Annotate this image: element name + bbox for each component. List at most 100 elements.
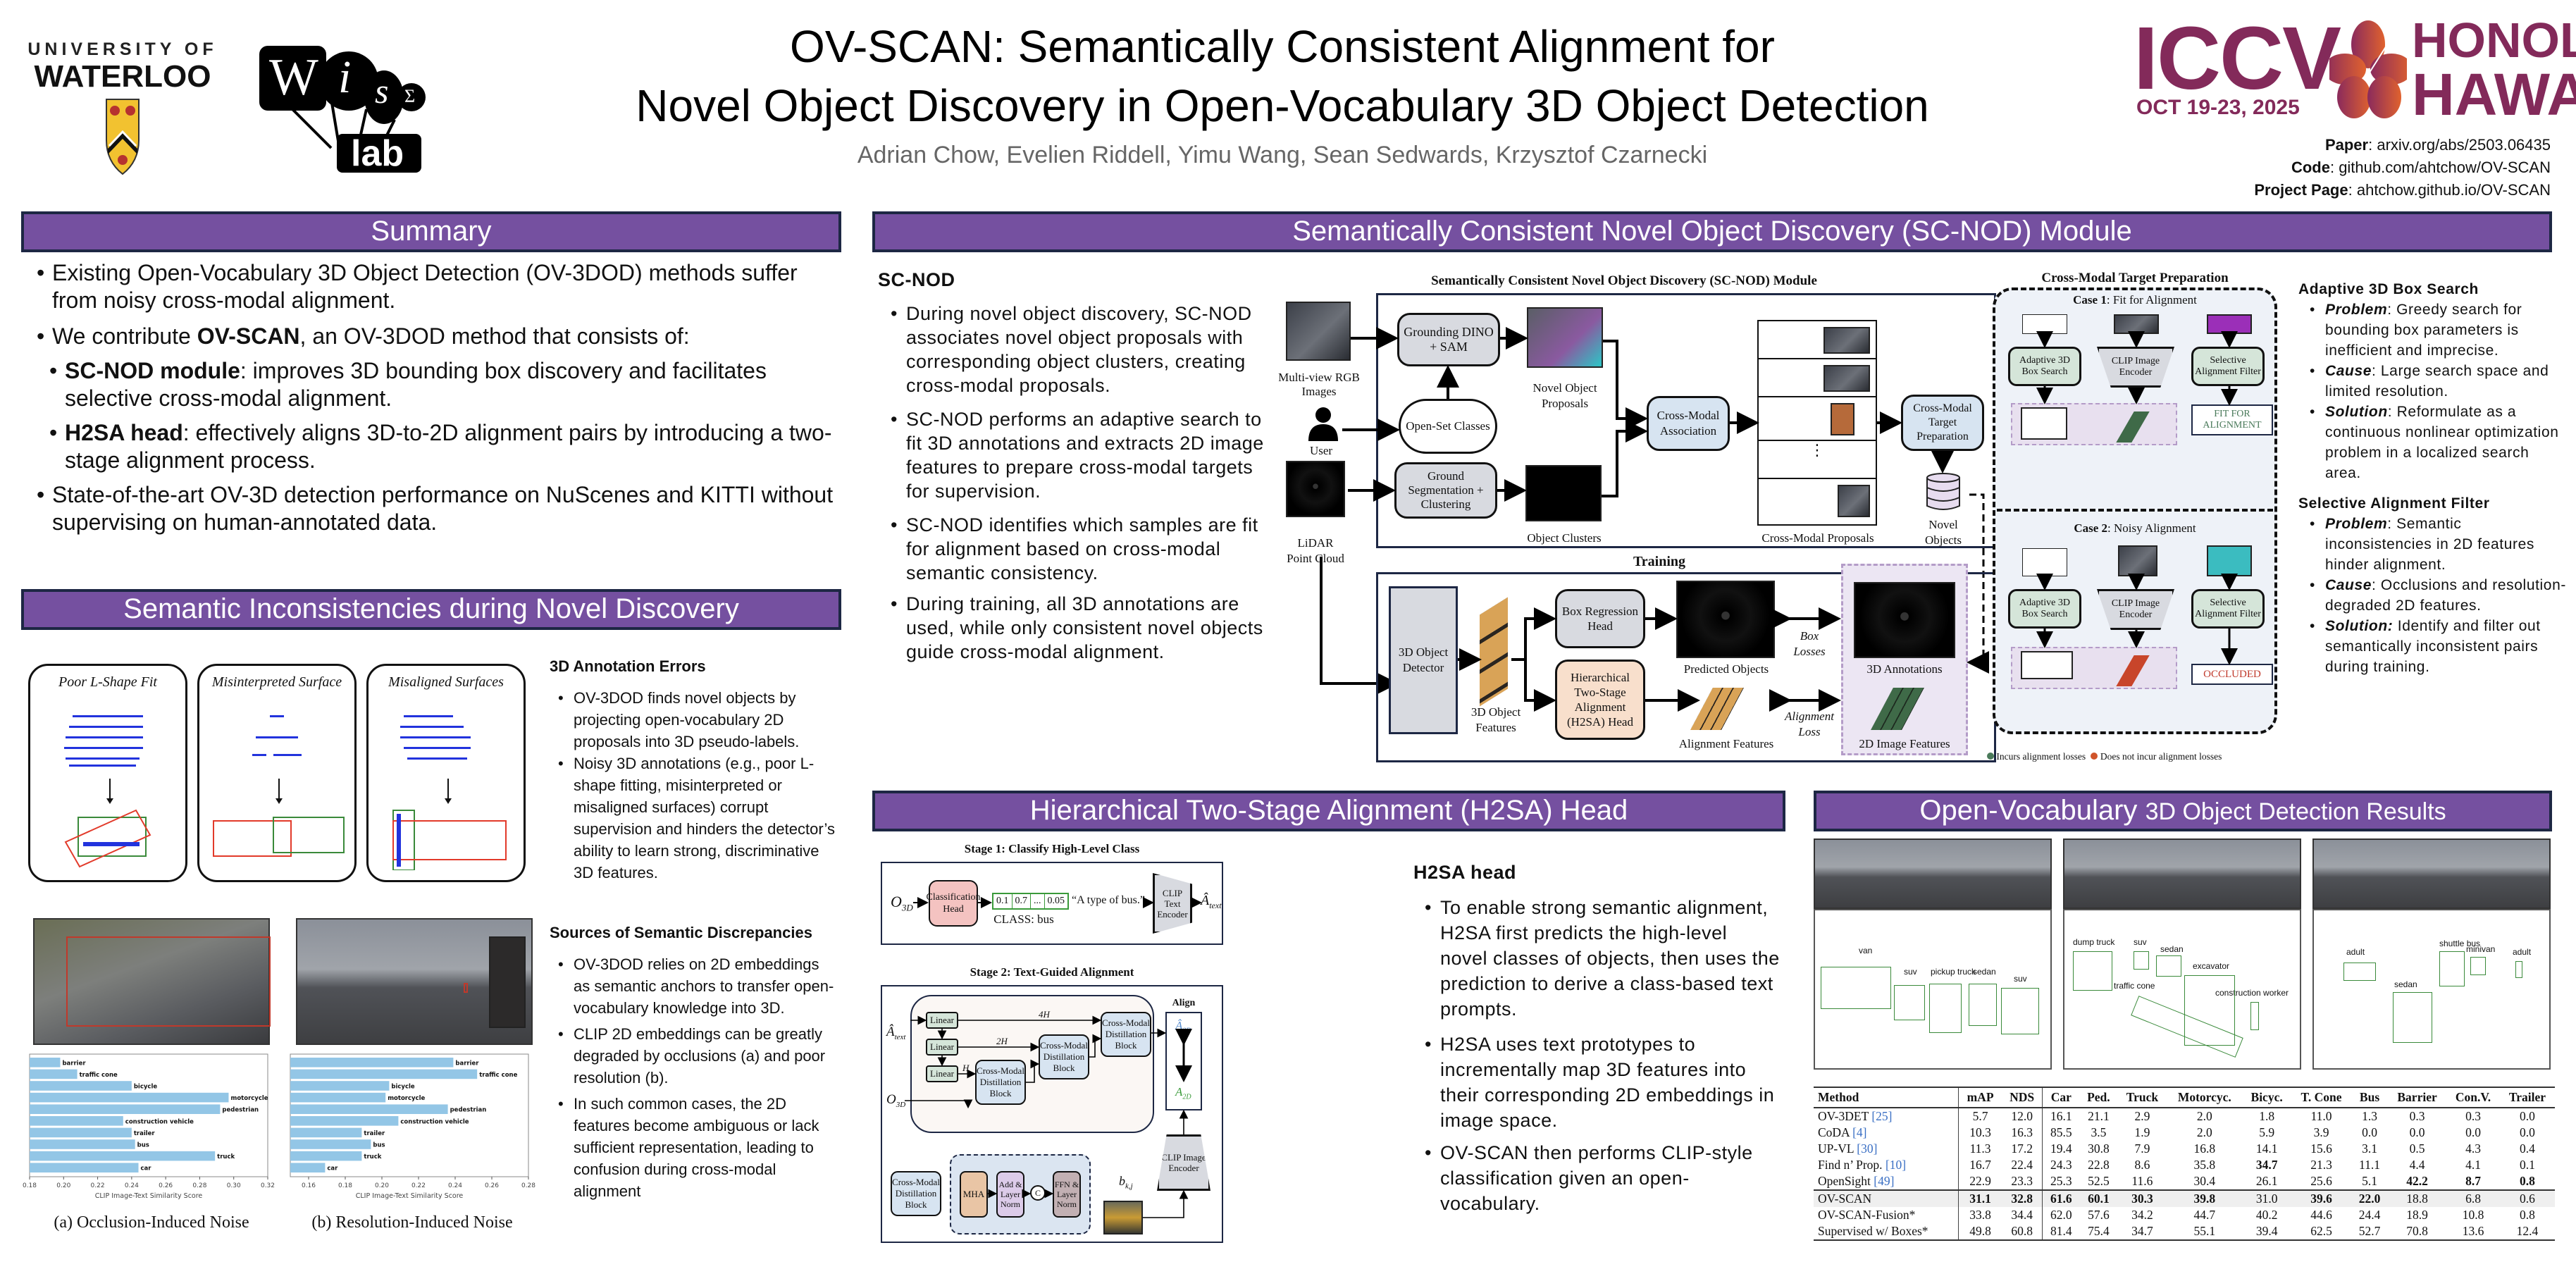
value-cell: 57.6 (2088, 1208, 2110, 1222)
class-probabilities: 0.1 0.7 ... 0.05 (992, 893, 1069, 910)
citation-link[interactable]: [30] (1857, 1141, 1878, 1156)
value-cell: 1.3 (2362, 1109, 2377, 1123)
scnod-item: SC-NOD identifies which samples are fit … (888, 513, 1269, 585)
citation-link[interactable]: [4] (1852, 1125, 1867, 1139)
annotation-error-panels: Poor L-Shape Fit Misinterpreted Surface … (28, 664, 528, 882)
predicted-objects-thumbnail (1676, 581, 1775, 658)
summary-banner: Summary (21, 211, 841, 252)
bar-pedestrian (30, 1104, 221, 1114)
bar-car (290, 1163, 326, 1172)
bar-bus (30, 1139, 135, 1149)
case1-selective-filter: Selective Alignment Filter (2191, 347, 2265, 386)
value-cell: 22.4 (2001, 1157, 2043, 1173)
annotation-error-item: OV-3DOD finds novel objects by projectin… (555, 687, 838, 753)
bar-trailer (30, 1127, 132, 1138)
case1-clip-encoder: CLIP Image Encoder (2097, 347, 2174, 388)
scnod-subheading: SC-NOD (878, 269, 955, 290)
value-cell: 39.4 (2255, 1224, 2278, 1238)
code-link[interactable]: Code: github.com/ahtchow/OV-SCAN (2291, 159, 2551, 176)
value-cell: 0.8 (2520, 1174, 2535, 1188)
citation-link[interactable]: [25] (1871, 1109, 1893, 1123)
stage2-frame (881, 985, 1223, 1243)
bar-label: car (141, 1165, 152, 1172)
method-cell: OV-SCAN-Fusion* (1814, 1207, 1959, 1223)
database-icon (1926, 473, 1960, 510)
value-cell: 0.3 (2409, 1109, 2425, 1123)
bar-bus (290, 1139, 371, 1149)
lab-letter-w: W (269, 49, 318, 106)
scnod-item: SC-NOD performs an adaptive search to fi… (888, 407, 1269, 503)
x-tick-label: 0.20 (56, 1182, 70, 1189)
citation-link[interactable]: [10] (1885, 1158, 1907, 1172)
bar-label: trailer (134, 1130, 156, 1137)
classification-head-box: Classification Head (927, 880, 981, 927)
bar-label: barrier (62, 1060, 86, 1067)
annotation-errors-heading: 3D Annotation Errors (550, 657, 706, 675)
target-prep-panel: Cross-Modal Target Preparation Case 1: F… (1987, 271, 2283, 768)
a-text-output: Âtext (1201, 893, 1222, 910)
value-cell: 26.1 (2255, 1174, 2278, 1188)
value-cell: 0.0 (2520, 1125, 2535, 1139)
value-cell: 55.1 (2193, 1224, 2216, 1238)
o3d-input: O3D (891, 893, 913, 913)
hibiscus-icon (2329, 20, 2407, 118)
column-header: Barrier (2387, 1088, 2447, 1108)
value-cell: 4.1 (2465, 1158, 2481, 1172)
panel-poor-l-shape: Poor L-Shape Fit (28, 664, 187, 882)
bar-label: truck (217, 1153, 235, 1161)
bar-label: traffic cone (80, 1072, 118, 1079)
x-tick-label: 0.22 (411, 1182, 426, 1189)
value-cell: 21.1 (2088, 1109, 2110, 1123)
training-arrows (1458, 607, 1989, 712)
value-cell: 6.8 (2446, 1189, 2500, 1207)
module-arrows (1320, 327, 1985, 695)
value-cell: 24.3 (2050, 1158, 2072, 1172)
scene-2-camera (2063, 838, 2301, 909)
case2-image-thumb (2118, 545, 2157, 576)
bar-bicycle (30, 1081, 132, 1091)
value-cell: 1.8 (2259, 1109, 2275, 1123)
bar-label: pedestrian (222, 1107, 259, 1114)
citation-link[interactable]: [49] (1874, 1174, 1895, 1188)
discrepancy-item: OV-3DOD relies on 2D embeddings as seman… (555, 953, 838, 1019)
column-header: Con.V. (2446, 1088, 2500, 1108)
lab-letter-sigma: Σ (404, 86, 416, 106)
value-cell: 19.4 (2050, 1141, 2072, 1156)
h2sa-item: OV-SCAN then performs CLIP-style classif… (1422, 1140, 1780, 1216)
bar-pedestrian (290, 1104, 448, 1114)
bar-motorcycle (30, 1092, 229, 1103)
case2-pointcloud-thumb (2022, 548, 2067, 576)
value-cell: 0.8 (2520, 1208, 2535, 1222)
cmdb-detail-label: Cross-Modal Distillation Block (891, 1171, 941, 1216)
method-cell: Supervised w/ Boxes* (1814, 1223, 1959, 1239)
bar-label: pedestrian (450, 1107, 487, 1114)
summary-item-2: We contribute OV-SCAN, an OV-3DOD method… (34, 323, 837, 350)
project-page-link[interactable]: Project Page: ahtchow.github.io/OV-SCAN (2254, 181, 2551, 199)
dim-2h: 2H (996, 1036, 1008, 1046)
box-regression-head: Box Regression Head (1555, 589, 1645, 648)
cmdb-1: Cross-Modal Distillation Block (975, 1060, 1026, 1105)
scnod-item: During training, all 3D annotations are … (888, 592, 1269, 664)
bar-car (30, 1163, 139, 1172)
value-cell: 22.0 (2351, 1189, 2388, 1207)
paper-link[interactable]: Paper: arxiv.org/abs/2503.06435 (2324, 136, 2551, 154)
bar-label: motorcycle (230, 1095, 268, 1102)
annotation-errors-text: 3D Annotation Errors OV-3DOD finds novel… (550, 655, 838, 884)
value-cell: 11.3 (1969, 1141, 1991, 1156)
a-text-input: Âtext (886, 1025, 906, 1041)
value-cell: 75.4 (2088, 1224, 2110, 1238)
rgb-images-thumbnail (1286, 302, 1351, 361)
summary-sub-item-2: H2SA head: effectively aligns 3D-to-2D a… (47, 419, 837, 474)
fit-for-alignment-label: FIT FOR ALIGNMENT (2191, 404, 2273, 435)
value-cell: 39.6 (2291, 1189, 2352, 1207)
bkj-label: bk,j (1119, 1174, 1133, 1191)
value-cell: 3.9 (2313, 1125, 2329, 1139)
bar-label: traffic cone (479, 1072, 517, 1079)
h2sa-item: H2SA uses text prototypes to incremental… (1422, 1032, 1780, 1133)
value-cell: 70.8 (2406, 1224, 2428, 1238)
value-cell: 44.7 (2193, 1208, 2216, 1222)
misinterpreted-surface-figure (213, 715, 345, 857)
